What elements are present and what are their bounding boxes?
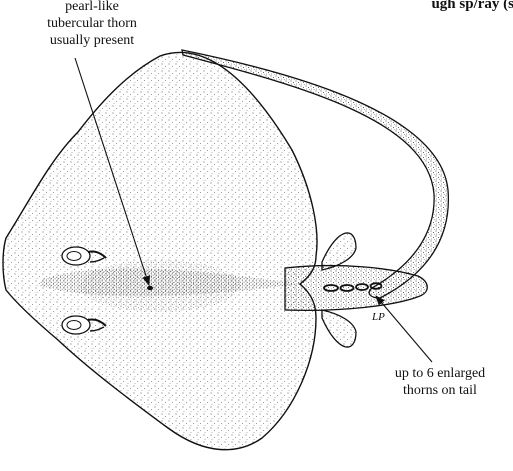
artist-mark: LP <box>371 311 385 323</box>
tail-label-line: thorns on tail <box>370 382 510 399</box>
tail-label-line: up to 6 enlarged <box>370 365 510 382</box>
central-thorn <box>147 286 153 290</box>
cropped-heading: ugh sp/ray (s) <box>431 0 513 13</box>
ray-disc <box>3 52 317 449</box>
thorn-label-line: pearl-like <box>22 0 162 15</box>
tail-pointer-line <box>376 296 432 362</box>
thorn-label-line: tubercular thorn <box>22 15 162 32</box>
thorn-label-line: usually present <box>22 32 162 49</box>
